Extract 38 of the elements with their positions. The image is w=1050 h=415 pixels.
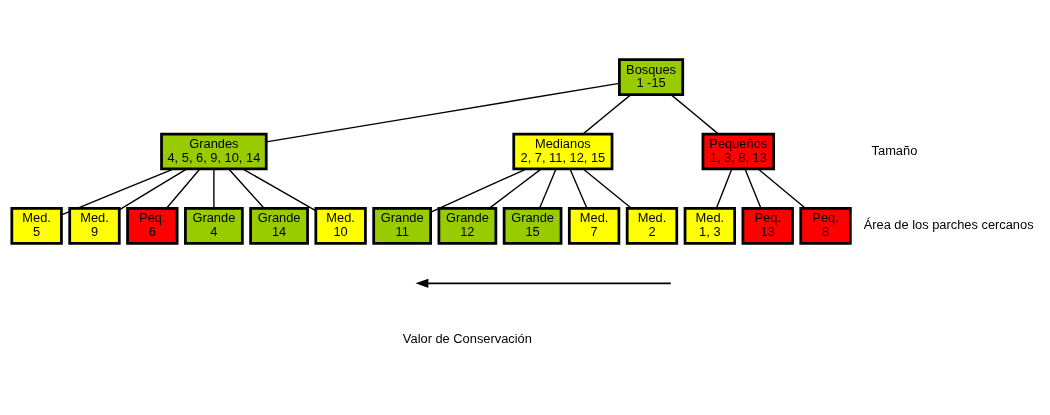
connector bbox=[430, 167, 527, 213]
node-box: Med. 1, 3 bbox=[683, 206, 736, 245]
node-box: Peq. 13 bbox=[741, 206, 794, 245]
node-box: Med. 5 bbox=[10, 206, 63, 245]
connector bbox=[744, 168, 762, 209]
connector bbox=[670, 93, 719, 135]
node-box: Peq. 8 bbox=[799, 206, 852, 245]
node-box: Grande 14 bbox=[249, 206, 309, 245]
connector bbox=[60, 167, 174, 215]
node-box: Med. 7 bbox=[567, 206, 621, 245]
node-box: Peq. 6 bbox=[126, 206, 179, 245]
label: Área de los parches cercanos bbox=[863, 216, 1034, 232]
connector bbox=[488, 167, 542, 209]
connector bbox=[569, 168, 588, 209]
node-box: Med. 2 bbox=[625, 206, 679, 245]
connector bbox=[538, 168, 557, 209]
node-box: Medianos 2, 7, 11, 12, 15 bbox=[512, 132, 614, 170]
connector bbox=[757, 168, 807, 209]
connector bbox=[228, 168, 265, 209]
connector bbox=[118, 167, 188, 211]
node-box: Grande 4 bbox=[184, 206, 244, 245]
node-box: Pequeños 1, 3, 8, 13 bbox=[701, 132, 776, 170]
connector bbox=[213, 168, 215, 209]
connector bbox=[582, 93, 632, 135]
node-box: Med. 9 bbox=[68, 206, 121, 245]
label: Valor de Conservación bbox=[402, 330, 532, 346]
connector bbox=[715, 168, 733, 209]
connector bbox=[242, 167, 317, 211]
node-box: Grandes 4, 5, 6, 9, 10, 14 bbox=[160, 132, 268, 170]
node-box: Grande 11 bbox=[372, 206, 432, 245]
node-box: Grande 12 bbox=[437, 206, 498, 245]
node-box: Bosques 1 -15 bbox=[618, 57, 685, 96]
connector bbox=[582, 168, 633, 209]
label: Tamaño bbox=[871, 142, 918, 158]
connector bbox=[265, 82, 620, 143]
connector bbox=[165, 168, 201, 209]
node-box: Med. 10 bbox=[314, 206, 367, 245]
node-box: Grande 15 bbox=[502, 206, 563, 245]
